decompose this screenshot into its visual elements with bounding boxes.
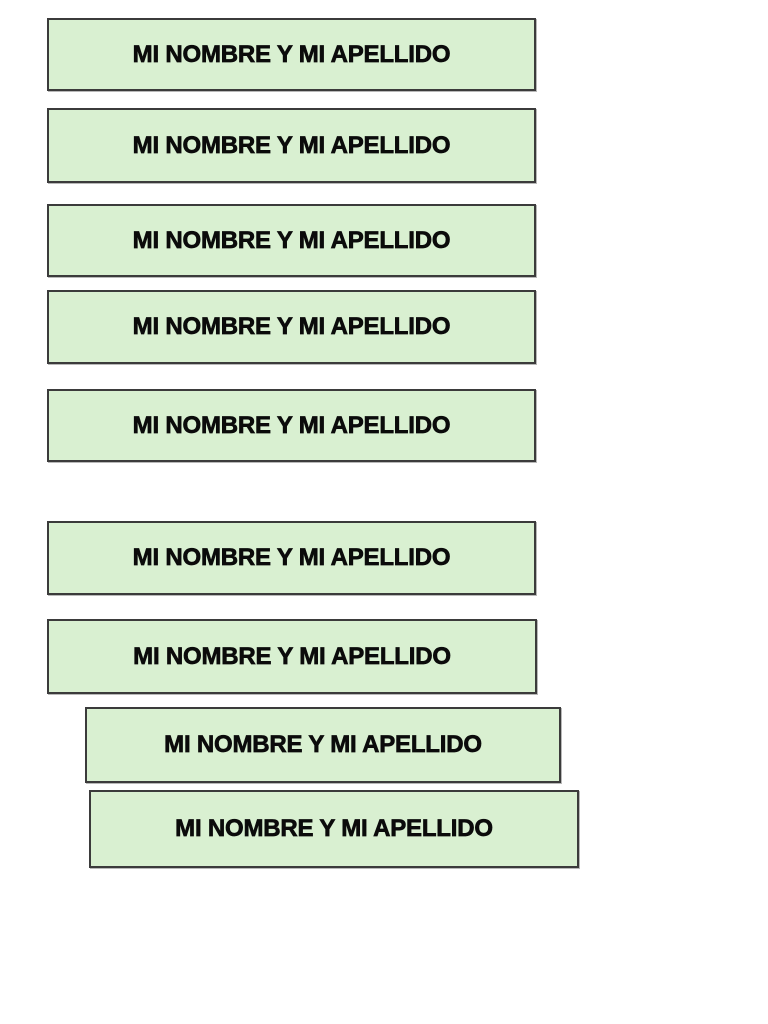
name-label-text: MI NOMBRE Y MI APELLIDO — [132, 411, 451, 439]
name-label-box[interactable]: MI NOMBRE Y MI APELLIDO — [47, 204, 536, 277]
name-label-box[interactable]: MI NOMBRE Y MI APELLIDO — [47, 521, 536, 595]
name-label-box[interactable]: MI NOMBRE Y MI APELLIDO — [47, 108, 536, 183]
name-label-box[interactable]: MI NOMBRE Y MI APELLIDO — [47, 18, 536, 91]
name-label-text: MI NOMBRE Y MI APELLIDO — [132, 313, 451, 340]
name-label-text: MI NOMBRE Y MI APELLIDO — [175, 815, 494, 842]
name-label-box[interactable]: MI NOMBRE Y MI APELLIDO — [89, 790, 579, 868]
name-label-text: MI NOMBRE Y MI APELLIDO — [132, 544, 451, 571]
name-label-box[interactable]: MI NOMBRE Y MI APELLIDO — [47, 619, 537, 694]
name-label-box[interactable]: MI NOMBRE Y MI APELLIDO — [47, 290, 536, 364]
name-label-text: MI NOMBRE Y MI APELLIDO — [132, 40, 451, 68]
name-label-text: MI NOMBRE Y MI APELLIDO — [132, 131, 451, 159]
name-label-text: MI NOMBRE Y MI APELLIDO — [133, 642, 452, 670]
name-label-box[interactable]: MI NOMBRE Y MI APELLIDO — [47, 389, 536, 462]
name-label-text: MI NOMBRE Y MI APELLIDO — [164, 731, 483, 758]
name-label-box[interactable]: MI NOMBRE Y MI APELLIDO — [85, 707, 561, 783]
name-label-text: MI NOMBRE Y MI APELLIDO — [132, 226, 451, 254]
